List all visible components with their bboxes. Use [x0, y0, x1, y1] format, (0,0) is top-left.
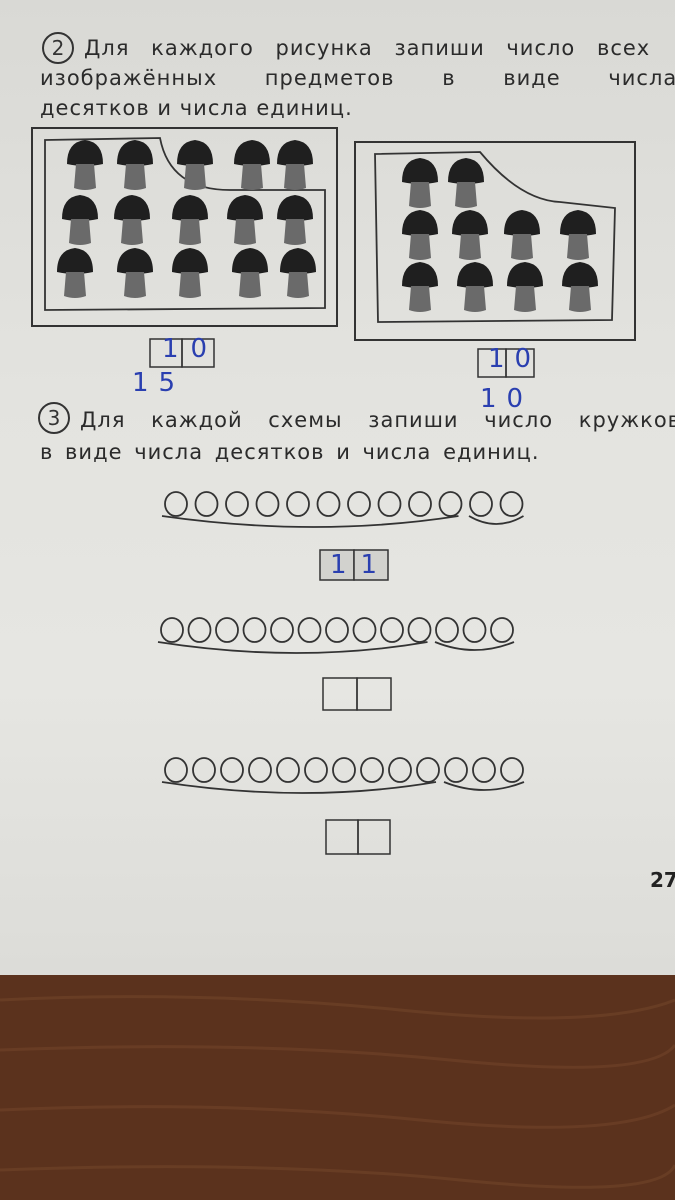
mushroom-pictures [31, 127, 636, 341]
scheme-circle [194, 491, 219, 517]
task3-row1-answer: 11 [330, 550, 392, 580]
circle-schemes [157, 491, 525, 794]
scheme-circle [316, 491, 341, 517]
task2-left-answer: 10 [162, 334, 220, 364]
scheme-circle [242, 617, 267, 643]
scheme-circle [416, 757, 440, 783]
left-mushrooms [57, 140, 316, 298]
scheme-circle [297, 617, 322, 643]
scheme-circle [220, 757, 244, 783]
scheme-circle [347, 491, 371, 517]
scheme-circle [462, 617, 487, 643]
scheme-circle [472, 757, 496, 783]
scheme-circle [407, 617, 432, 643]
task2-line3: десятков и числа единиц. [40, 96, 353, 120]
scheme-circle [276, 757, 300, 783]
task2-number-badge: 2 [42, 32, 74, 64]
task2-answer-boxes [149, 338, 535, 378]
task3-answer-boxes [319, 549, 392, 855]
scheme-circle [408, 491, 432, 517]
scheme-circle [215, 617, 239, 643]
right-picture-frame [354, 141, 636, 341]
scheme-circle [325, 617, 349, 643]
task3-line2: в виде числа десятков и числа единиц. [40, 440, 540, 464]
scheme-circle [255, 491, 280, 517]
right-mushrooms [402, 158, 598, 312]
scheme-circle [380, 617, 404, 643]
scheme-circle [192, 757, 216, 783]
scheme-circle [270, 617, 294, 643]
scheme-circle [160, 617, 184, 643]
scheme-circle [304, 757, 328, 783]
scheme-circle [444, 757, 468, 783]
task2-right-handwritten-total: 10 [480, 384, 534, 414]
scheme-circle [500, 757, 524, 783]
scheme-circle [248, 757, 272, 783]
scheme-circle [332, 757, 356, 783]
tens-brace [161, 781, 437, 794]
tens-brace [157, 641, 428, 654]
task2-line1: Для каждого рисунка запиши число всех [84, 36, 651, 60]
scheme-circle [438, 491, 463, 517]
left-picture-frame [31, 127, 338, 327]
right-grouping-outline [374, 151, 616, 323]
scheme-circle [187, 617, 212, 643]
task3-line1: Для каждой схемы запиши число кружков [80, 408, 675, 432]
scheme-circle [352, 617, 377, 643]
task2-left-handwritten-total: 15 [132, 368, 186, 398]
scheme-circle [469, 491, 493, 517]
scheme-circle [164, 491, 188, 517]
scheme-circle [435, 617, 459, 643]
scheme-circle [490, 617, 514, 643]
scheme-circle [377, 491, 402, 517]
scheme-circle [360, 757, 384, 783]
units-brace [443, 781, 525, 791]
scheme-circle [286, 491, 310, 517]
scheme-circle [225, 491, 249, 517]
task2-right-answer: 10 [488, 344, 542, 374]
tens-brace [161, 515, 459, 528]
task2-line2: изображённых предметов в виде числа [40, 66, 675, 90]
units-brace [434, 641, 515, 651]
page-number: 27 [650, 868, 675, 892]
units-brace [468, 515, 524, 525]
scheme-circle [499, 491, 524, 517]
task3-number-badge: 3 [38, 402, 70, 434]
scheme-circle [164, 757, 188, 783]
scheme-circle [388, 757, 412, 783]
